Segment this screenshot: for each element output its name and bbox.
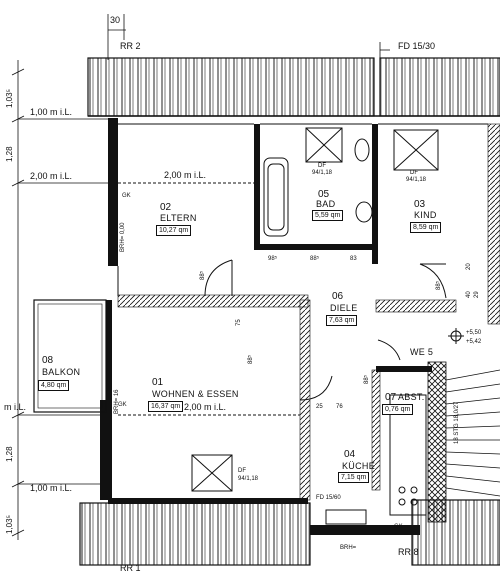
room-08-name: BALKON <box>42 367 81 377</box>
left-dimension-chain <box>11 60 110 540</box>
room-07-area: 0,76 qm <box>382 404 414 415</box>
room-02-name: ELTERN <box>160 213 197 223</box>
dim-200-left-top: 2,00 m i.L. <box>30 171 73 181</box>
skylight-kind-label: DF <box>410 170 418 176</box>
rr-right-label: RR 8 <box>398 547 419 557</box>
dim-98: 98⁵ <box>268 256 278 262</box>
room-01-area: 16,37 qm <box>148 401 184 412</box>
dim-83: 83 <box>350 256 357 262</box>
dim-88-4: 88⁵ <box>248 354 254 364</box>
gk-label-lower: GK <box>118 402 127 408</box>
dim-left-103-bottom: 1,03⁵ <box>5 515 14 534</box>
dim-top-30: 30 <box>110 15 121 25</box>
skylight-wohnen-size: 94/1,18 <box>238 476 259 482</box>
dim-88-5: 88⁵ <box>364 374 370 384</box>
room-08-area: 4,80 qm <box>38 380 70 391</box>
gk-label-kitchen: GK <box>394 524 403 530</box>
skylight-bad-size: 94/1,18 <box>312 170 333 176</box>
level-lower: +5,42 <box>466 339 482 345</box>
room-02-area: 10,27 qm <box>156 225 192 236</box>
room-03-area: 8,59 qm <box>410 222 442 233</box>
dim-200-center-bottom: 2,00 m i.L. <box>184 402 227 412</box>
dim-88-2: 88⁵ <box>200 270 206 280</box>
dim-25: 25 <box>316 404 323 410</box>
brh-bottom-label: BRH= <box>340 545 357 551</box>
dim-200-center-top: 2,00 m i.L. <box>164 170 207 180</box>
room-05-name: BAD <box>316 199 336 209</box>
skylight-wohnen-label: DF <box>238 468 246 474</box>
room-07-number: 07 <box>385 392 397 403</box>
dim-left-128-bottom: 1,28 <box>5 446 14 462</box>
dim-75: 75 <box>236 319 242 326</box>
rr-top-label: RR 2 <box>120 41 141 51</box>
interior-lines <box>33 123 500 525</box>
skylight-bad-label: DF <box>318 163 326 169</box>
room-08-number: 08 <box>42 355 54 366</box>
room-02-number: 02 <box>160 202 172 213</box>
dim-29: 29 <box>474 291 480 298</box>
dim-left-103-top: 1,03⁵ <box>5 89 14 108</box>
dim-88-1: 88⁵ <box>310 256 320 262</box>
dim-76: 76 <box>336 404 343 410</box>
fd-bottom-label: FD 15/60 <box>316 495 341 501</box>
room-04-number: 04 <box>344 449 356 460</box>
room-04-area: 7,15 qm <box>338 472 370 483</box>
gk-label-upper: GK <box>122 193 131 199</box>
skylight-kind-size: 94/1,18 <box>406 177 427 183</box>
dim-88-3: 88⁵ <box>436 280 442 290</box>
room-01-name: WOHNEN & ESSEN <box>152 389 239 399</box>
roof-band-top <box>87 57 500 117</box>
dim-200-left-bottom: m i.L. <box>4 402 27 412</box>
room-07-name: ABST. <box>398 392 425 402</box>
room-05-area: 5,59 qm <box>312 210 344 221</box>
fd-top-label: FD 15/30 <box>398 41 436 51</box>
level-upper: +5,50 <box>466 330 482 336</box>
room-04-name: KÜCHE <box>342 461 376 471</box>
room-05-number: 05 <box>318 189 330 200</box>
top-dimension <box>107 14 390 110</box>
roof-band-bottom <box>79 499 500 566</box>
dim-40: 40 <box>466 291 472 298</box>
room-06-name: DIELE <box>330 303 358 313</box>
room-03-name: KIND <box>414 210 437 220</box>
brh-lower-label: BRH= 16 <box>114 389 120 414</box>
walls <box>100 118 500 535</box>
room-01-number: 01 <box>152 377 164 388</box>
stair-label: 18 STG 18,0/27 <box>454 401 460 444</box>
dim-20: 20 <box>466 263 472 270</box>
brh-upper-label: BRH= 0,00 <box>120 222 126 252</box>
room-06-area: 7,63 qm <box>326 315 358 326</box>
rr-bottom-label: RR 1 <box>120 563 141 573</box>
dim-100-bottom: 1,00 m i.L. <box>30 483 73 493</box>
room-06-number: 06 <box>332 291 344 302</box>
room-03-number: 03 <box>414 199 426 210</box>
unit-label: WE 5 <box>410 347 434 357</box>
dim-100-top: 1,00 m i.L. <box>30 107 73 117</box>
dim-left-128-top: 1,28 <box>5 146 14 162</box>
